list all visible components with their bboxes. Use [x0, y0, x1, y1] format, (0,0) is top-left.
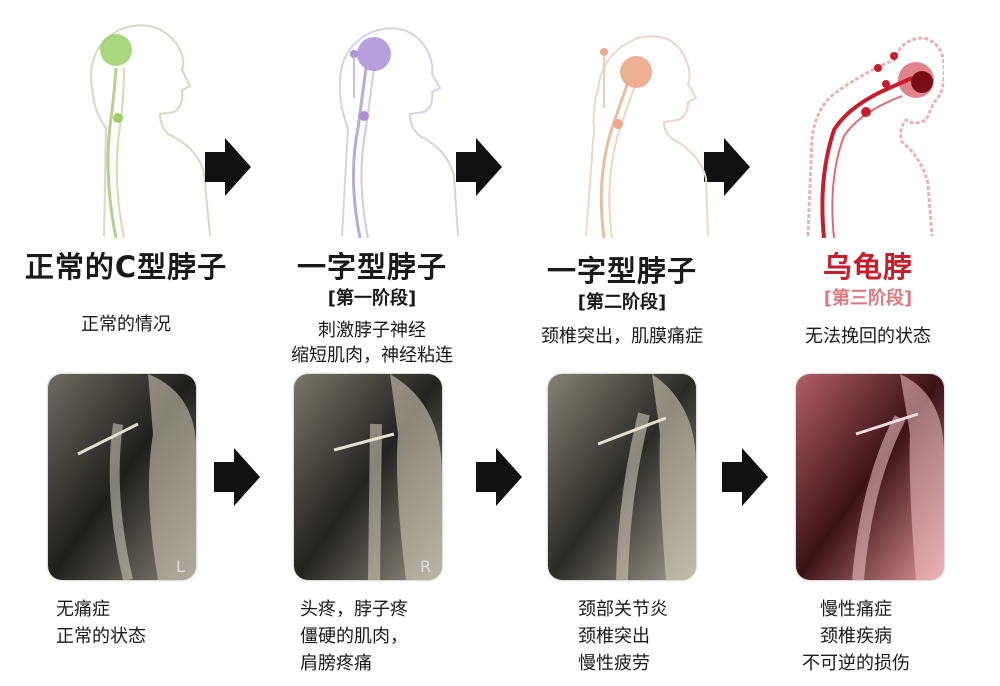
stage-description: 正常的情况	[6, 312, 246, 337]
arrow-right-icon	[214, 448, 260, 506]
straight-neck-figure	[338, 27, 459, 238]
symptom-notes: 慢性痛症 颈椎疾病 不可逆的损伤	[802, 596, 910, 677]
stage-label: [第一阶段]	[327, 288, 417, 309]
note-line: 僵硬的肌肉，	[300, 626, 408, 647]
desc-line: 颈椎突出，肌膜痛症	[541, 326, 703, 347]
note-line: 不可逆的损伤	[802, 653, 910, 674]
stage-title: 乌龟脖	[822, 250, 913, 284]
desc-line: 无法挽回的状态	[805, 326, 931, 347]
symptom-notes: 头疼，脖子疼 僵硬的肌肉， 肩膀疼痛	[300, 596, 408, 677]
symptom-notes: 颈部关节炎 颈椎突出 慢性疲劳	[578, 596, 668, 677]
note-line: 肩膀疼痛	[300, 653, 372, 674]
xray-side-mark: L	[176, 557, 185, 576]
stage-title: 一字型脖子	[296, 250, 447, 284]
stage-column-2: 一字型脖子 [第一阶段] 刺激脖子神经 缩短肌肉，神经粘连 R 头疼，脖子疼 僵…	[252, 0, 492, 686]
arrow-right-icon	[205, 138, 251, 196]
arrow-right-icon	[704, 138, 750, 196]
stage-column-4: 乌龟脖 [第三阶段] 无法挽回的状态 慢性痛症 颈椎疾病 不可逆的损伤	[748, 0, 988, 686]
normal-neck-figure	[90, 24, 211, 238]
stage-title: 正常的C型脖子	[24, 250, 228, 284]
xray-image-3	[548, 374, 696, 580]
stage-column-3: 一字型脖子 [第二阶段] 颈椎突出，肌膜痛症 颈部关节炎 颈椎突出 慢性疲劳	[502, 0, 742, 686]
stage-title: 一字型脖子	[546, 254, 697, 288]
note-line: 正常的状态	[56, 626, 146, 647]
stage-description: 颈椎突出，肌膜痛症	[502, 324, 742, 349]
xray-image-1: L	[48, 374, 196, 580]
note-line: 颈椎突出	[578, 626, 650, 647]
desc-line: 正常的情况	[81, 314, 171, 335]
symptom-notes: 无痛症 正常的状态	[56, 596, 146, 650]
stage-two-neck-figure	[585, 35, 709, 238]
note-line: 无痛症	[56, 599, 110, 620]
stage-description: 无法挽回的状态	[748, 324, 988, 349]
arrow-right-icon	[722, 448, 768, 506]
desc-line: 缩短肌肉，神经粘连	[291, 345, 453, 366]
arrow-right-icon	[456, 138, 502, 196]
note-line: 颈部关节炎	[578, 599, 668, 620]
turtle-neck-figure	[806, 36, 944, 238]
xray-side-mark: R	[420, 557, 431, 576]
xray-image-4	[796, 374, 944, 580]
stage-description: 刺激脖子神经 缩短肌肉，神经粘连	[252, 318, 492, 368]
note-line: 慢性疲劳	[578, 653, 650, 674]
stage-label: [第二阶段]	[577, 292, 667, 313]
stage-column-1: 正常的C型脖子 正常的情况 L 无痛症 正常的状态	[6, 0, 246, 686]
note-line: 颈椎疾病	[820, 626, 892, 647]
xray-image-2: R	[294, 374, 442, 580]
stage-label: [第三阶段]	[823, 288, 913, 309]
arrow-right-icon	[476, 448, 522, 506]
note-line: 头疼，脖子疼	[300, 599, 408, 620]
desc-line: 刺激脖子神经	[318, 320, 426, 341]
note-line: 慢性痛症	[820, 599, 892, 620]
